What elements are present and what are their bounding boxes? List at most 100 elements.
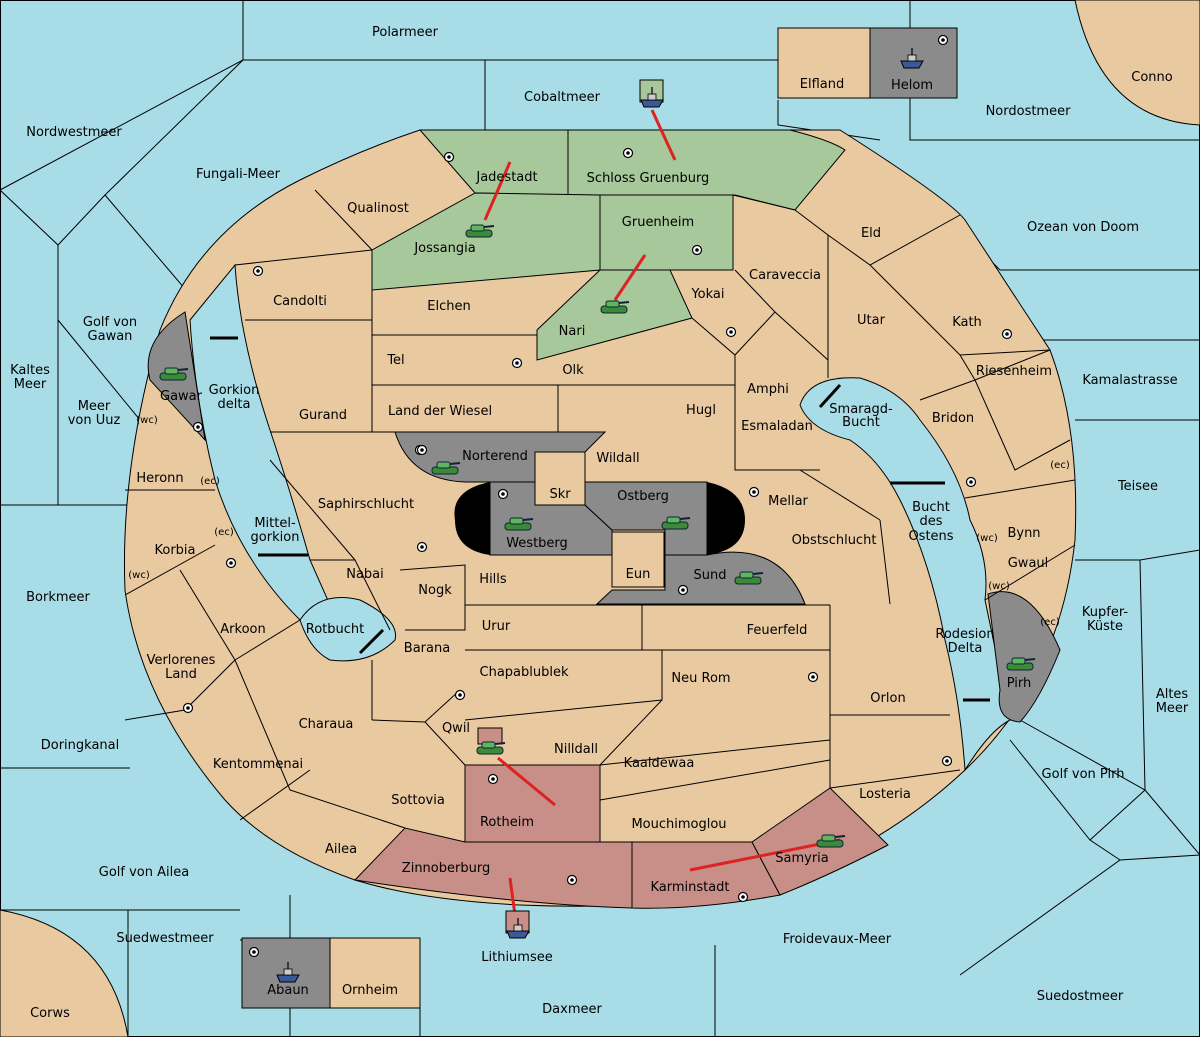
- supply-center: [937, 34, 949, 46]
- label-conno: Conno: [1131, 70, 1173, 85]
- label-cobaltmeer: Cobaltmeer: [524, 90, 601, 105]
- label-korbia: Korbia: [154, 543, 195, 558]
- label-candolti: Candolti: [273, 294, 327, 309]
- army-unit-icon[interactable]: [476, 741, 506, 755]
- label-uuz1: Meer: [78, 399, 111, 414]
- label-gawan2: Gawan: [88, 329, 133, 344]
- label-mellar: Mellar: [768, 494, 808, 509]
- label-gruenheim: Gruenheim: [622, 215, 694, 230]
- label-ozean: Ozean von Doom: [1027, 220, 1139, 235]
- supply-center: [748, 486, 760, 498]
- label-kath: Kath: [952, 315, 982, 330]
- label-borkmeer: Borkmeer: [26, 590, 90, 605]
- label-nilldall: Nilldall: [554, 742, 598, 757]
- province-ostberg-cap-east: [707, 482, 745, 555]
- province-ostberg-cap-west: [454, 482, 490, 555]
- province-corws[interactable]: [0, 909, 129, 1037]
- province-gruenheim[interactable]: [599, 194, 734, 271]
- label-doringkanal: Doringkanal: [41, 738, 120, 753]
- province-jossangia[interactable]: [371, 192, 601, 291]
- label-kentom: Kentommenai: [213, 757, 303, 772]
- fleet-unit-icon[interactable]: [505, 910, 530, 939]
- label-kupfer2: Küste: [1087, 619, 1123, 634]
- province-conno[interactable]: [1074, 0, 1200, 126]
- label-samyria: Samyria: [775, 851, 829, 866]
- label-abaun: Abaun: [267, 983, 309, 998]
- label-ornheim: Ornheim: [342, 983, 398, 998]
- fleet-unit-icon[interactable]: [900, 48, 924, 69]
- label-ec: (ec): [1040, 617, 1060, 628]
- label-skr: Skr: [549, 487, 571, 502]
- supply-center: [225, 557, 237, 569]
- label-yokai: Yokai: [690, 287, 724, 302]
- supply-center: [566, 874, 578, 886]
- label-westberg: Westberg: [506, 536, 568, 551]
- label-gork2: delta: [218, 397, 251, 412]
- label-ec: (ec): [214, 527, 234, 538]
- fleet-unit-icon[interactable]: [639, 79, 664, 108]
- label-daxmeer: Daxmeer: [542, 1002, 602, 1017]
- supply-center: [677, 584, 689, 596]
- army-unit-icon[interactable]: [600, 300, 630, 314]
- army-unit-icon[interactable]: [504, 517, 534, 531]
- label-sottovia: Sottovia: [391, 793, 445, 808]
- province-pirh[interactable]: [987, 591, 1061, 723]
- province-nari[interactable]: [536, 269, 693, 361]
- label-lithiumsee: Lithiumsee: [481, 950, 552, 965]
- label-ec: (ec): [200, 476, 220, 487]
- army-unit-icon[interactable]: [734, 571, 764, 585]
- province-ornheim[interactable]: [329, 937, 421, 1009]
- label-urur: Urur: [482, 619, 511, 634]
- label-bynn: Bynn: [1007, 526, 1040, 541]
- label-kupfer1: Kupfer-: [1082, 605, 1128, 620]
- supply-center: [1001, 328, 1013, 340]
- province-rotheim[interactable]: [464, 764, 601, 843]
- supply-center: [416, 444, 428, 456]
- supply-center: [497, 488, 509, 500]
- sea-smaragd-bucht[interactable]: [799, 377, 1011, 772]
- label-altes2: Meer: [1156, 701, 1189, 716]
- labels: PolarmeerCobaltmeerNordwestmeerFungali-M…: [10, 25, 1189, 1021]
- supply-center: [737, 891, 749, 903]
- label-ailea: Ailea: [325, 842, 357, 857]
- label-polarmeer: Polarmeer: [372, 25, 439, 40]
- sea-rotbucht[interactable]: [299, 597, 397, 662]
- label-qwil: Qwil: [442, 721, 470, 736]
- label-pirh: Pirh: [1007, 676, 1032, 691]
- label-fungali: Fungali-Meer: [196, 167, 281, 182]
- label-smaragd2: Bucht: [842, 415, 880, 430]
- label-gork1: Gorkion: [209, 383, 260, 398]
- label-elfland: Elfland: [800, 77, 844, 92]
- supply-center: [182, 702, 194, 714]
- label-chapa: Chapablublek: [480, 665, 569, 680]
- label-hills: Hills: [479, 572, 507, 587]
- province-eun[interactable]: [611, 531, 665, 588]
- army-unit-icon[interactable]: [1006, 657, 1036, 671]
- label-orlon: Orlon: [870, 691, 905, 706]
- supply-centers: [182, 34, 1013, 958]
- fleet-unit-icon[interactable]: [276, 962, 300, 983]
- army-unit-icon[interactable]: [816, 834, 846, 848]
- label-karmin: Karminstadt: [650, 880, 729, 895]
- label-tel: Tel: [386, 353, 404, 368]
- label-barana: Barana: [404, 641, 450, 656]
- label-rodesion1: Rodesion: [935, 627, 994, 642]
- army-unit-icon[interactable]: [159, 367, 189, 381]
- label-amphi: Amphi: [747, 382, 789, 397]
- province-skr[interactable]: [534, 451, 586, 506]
- army-unit-icon[interactable]: [431, 461, 461, 475]
- army-unit-icon[interactable]: [465, 224, 495, 238]
- supply-center: [454, 689, 466, 701]
- label-nordwestmeer: Nordwestmeer: [26, 125, 122, 140]
- supply-center: [965, 476, 977, 488]
- label-rodesion2: Delta: [948, 641, 983, 656]
- supply-center: [443, 151, 455, 163]
- province-elfland[interactable]: [777, 27, 871, 99]
- province-sund[interactable]: [595, 551, 806, 605]
- label-charaua: Charaua: [299, 717, 354, 732]
- label-nari: Nari: [559, 324, 586, 339]
- label-riesenheim: Riesenheim: [976, 364, 1052, 379]
- label-bucht2: des: [919, 514, 942, 529]
- army-unit-icon[interactable]: [661, 516, 691, 530]
